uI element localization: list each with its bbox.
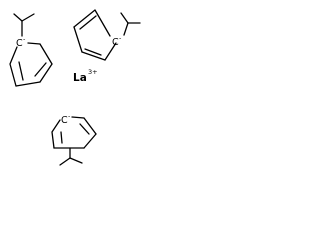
- lower-carbanion-charge: -: [68, 112, 71, 120]
- ring-bond: [104, 42, 117, 61]
- lower-carbanion-label: C: [61, 115, 68, 126]
- metal-label-background: [71, 68, 101, 84]
- upper-right-ligand: C -: [73, 9, 141, 61]
- ring-bond: [9, 46, 18, 87]
- left-carbanion-label: C: [16, 38, 23, 49]
- ring-bond: [39, 63, 53, 83]
- ring-bond: [83, 117, 97, 135]
- metal-symbol: La: [73, 72, 87, 84]
- tris-isopropylcyclopentadienyl-lanthanum-structure: C - C - C -: [9, 9, 141, 166]
- ring-bond: [71, 116, 85, 119]
- upper-right-carbanion-charge: -: [119, 34, 122, 42]
- left-carbanion-charge: -: [23, 35, 26, 43]
- isopropyl-bond: [123, 22, 129, 36]
- upper-right-carbanion-label: C: [112, 37, 119, 48]
- double-bond-inner-line: [60, 131, 63, 144]
- ring-bond: [81, 51, 106, 61]
- lower-ligand: C -: [51, 112, 97, 166]
- isopropyl-bond: [13, 13, 23, 22]
- double-bond-inner-line: [18, 61, 24, 81]
- double-bond-inner-line: [79, 123, 90, 135]
- lanthanum-center: La 3+: [71, 68, 101, 84]
- double-bond-inner-line: [79, 15, 97, 30]
- ring-bond: [27, 42, 41, 45]
- isopropyl-bond: [120, 12, 129, 24]
- ring-bond: [73, 9, 111, 37]
- double-bond-inner-line: [84, 48, 102, 56]
- isopropyl-bond: [59, 157, 71, 166]
- double-bond-inner-line: [34, 62, 47, 77]
- isopropyl-bond: [21, 13, 35, 22]
- ring-bond: [83, 133, 97, 149]
- isopropyl-bond: [69, 157, 83, 164]
- metal-charge: 3+: [88, 68, 98, 76]
- left-ligand: C -: [9, 13, 53, 87]
- ring-bond: [39, 43, 53, 65]
- ring-bond: [15, 81, 41, 87]
- ring-bond: [51, 119, 61, 149]
- ring-bond: [73, 26, 83, 53]
